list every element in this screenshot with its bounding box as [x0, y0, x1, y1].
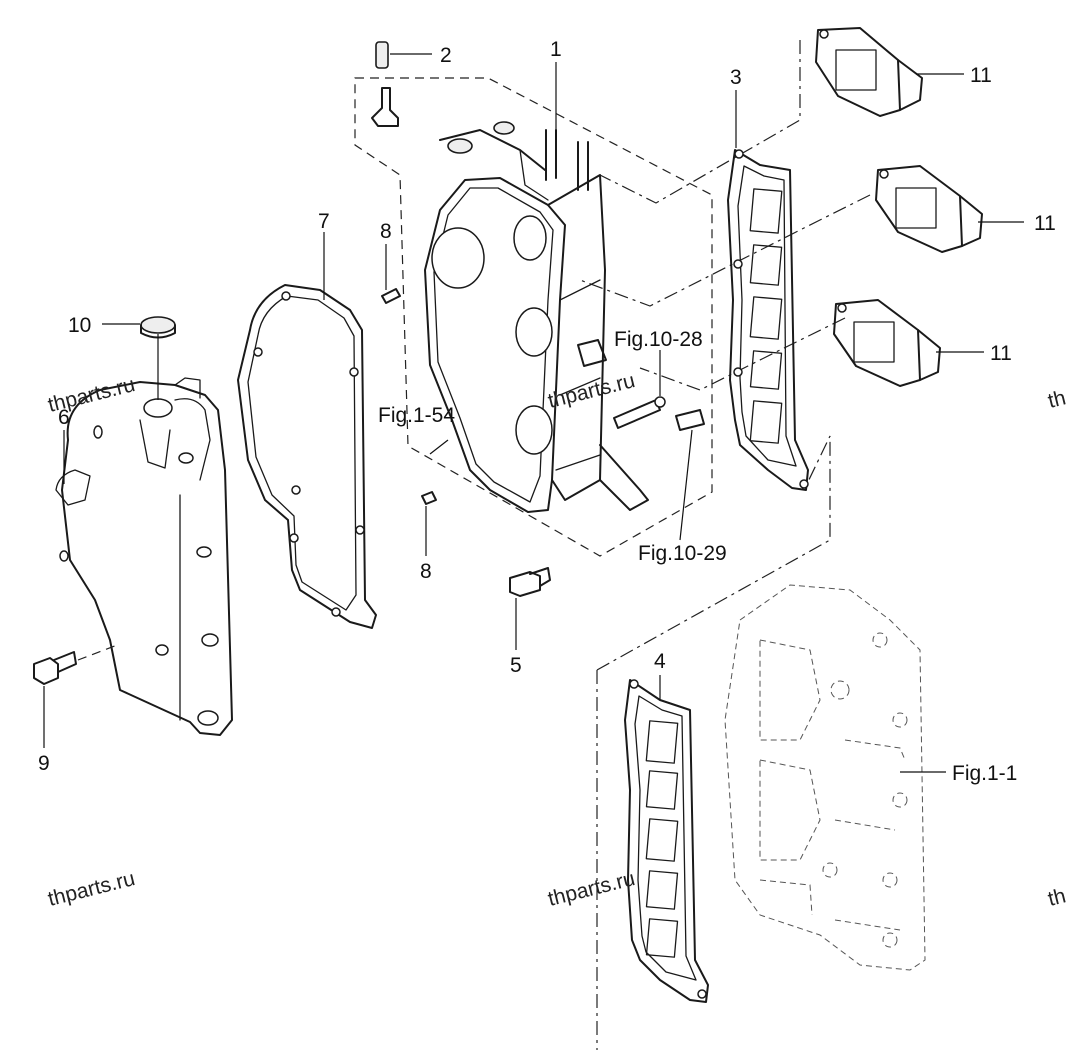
callout-8-lower: 8 — [420, 560, 432, 583]
part-11-reed-valve-middle[interactable] — [875, 165, 983, 253]
fig-ref-10-29: Fig.10-29 — [638, 542, 727, 565]
leader-lines — [43, 53, 1024, 773]
callout-9: 9 — [38, 752, 50, 775]
callout-5: 5 — [510, 654, 522, 677]
part-4-gasket[interactable] — [624, 679, 709, 1003]
callouts: 1 2 3 4 5 6 7 8 8 9 10 11 11 11 — [38, 38, 1056, 775]
fig-ref-10-28: Fig.10-28 — [614, 328, 703, 351]
sensor-component[interactable] — [613, 396, 705, 431]
fig-ref-1-54: Fig.1-54 — [378, 404, 455, 427]
watermark: thparts.ru — [546, 369, 638, 413]
part-6-exhaust-cover[interactable] — [55, 377, 233, 736]
watermark: thparts.ru — [46, 867, 138, 911]
figure-references: Fig.1-54 Fig.10-28 Fig.10-29 Fig.1-1 — [378, 328, 1017, 785]
callout-11-bottom: 11 — [990, 342, 1012, 365]
callout-1: 1 — [550, 38, 562, 61]
callout-10: 10 — [68, 314, 91, 337]
watermark: th — [1046, 386, 1069, 413]
part-9-bolt[interactable] — [33, 651, 77, 685]
callout-11-top: 11 — [970, 64, 992, 87]
assembly-boundary — [354, 40, 871, 1050]
callout-3: 3 — [730, 66, 742, 89]
crankcase-reference-ghost — [724, 584, 926, 971]
callout-7: 7 — [318, 210, 330, 233]
part-5-bolt[interactable] — [509, 567, 551, 597]
watermark: thparts.ru — [46, 373, 138, 417]
part-11-reed-valve-bottom[interactable] — [833, 299, 941, 387]
part-8-dowel-pin-upper[interactable] — [381, 288, 401, 304]
callout-8-upper: 8 — [380, 220, 392, 243]
watermark: th — [1046, 884, 1069, 911]
callout-6: 6 — [58, 406, 70, 429]
part-2-fitting[interactable] — [371, 41, 399, 127]
watermark: thparts.ru — [546, 867, 638, 911]
callout-2: 2 — [440, 44, 452, 67]
part-10-plug[interactable] — [140, 316, 176, 339]
part-7-gasket[interactable] — [237, 284, 377, 629]
fig-ref-1-1: Fig.1-1 — [952, 762, 1017, 785]
callout-4: 4 — [654, 650, 666, 673]
part-3-gasket[interactable] — [727, 149, 809, 491]
callout-11-middle: 11 — [1034, 212, 1056, 235]
part-8-dowel-pin-lower[interactable] — [421, 491, 437, 505]
watermarks: thparts.ru thparts.ru thparts.ru thparts… — [46, 369, 1069, 911]
part-11-reed-valve-top[interactable] — [815, 27, 923, 117]
part-1-cylinder-head[interactable] — [424, 121, 649, 513]
